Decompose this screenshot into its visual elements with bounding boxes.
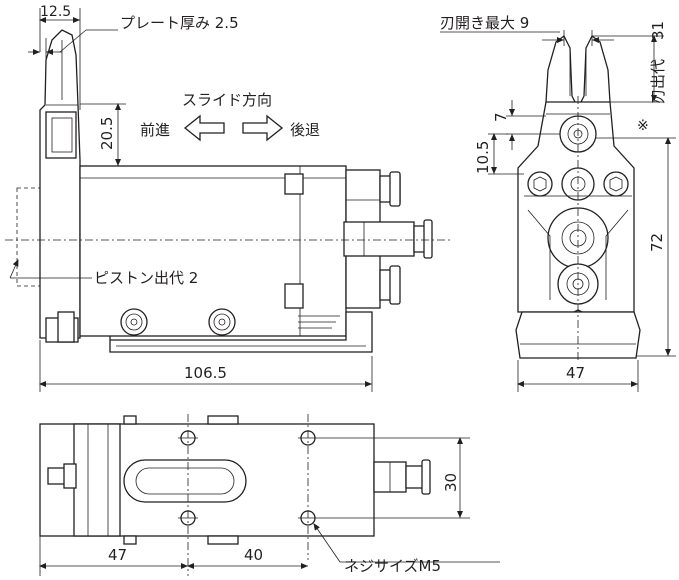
length-106-5-label: 106.5: [184, 364, 227, 382]
cap-screw-icon: [527, 171, 553, 197]
screw-icon: [208, 308, 236, 336]
front-dimensions: 刃開き最大 9 刃出代 31 7 10.5 ※ 72 47: [440, 14, 676, 392]
body-clamp-top: [284, 173, 304, 195]
max-opening-label: 刃開き最大 9: [440, 14, 529, 32]
piston-stroke-outline: [16, 187, 41, 287]
width-47-front-label: 47: [566, 364, 585, 382]
screw-icon: [120, 308, 148, 336]
cylinder-body: [79, 165, 347, 337]
blade-left: [545, 35, 577, 113]
screw-size-label: ネジサイズM5: [344, 557, 441, 575]
slot-outer: [123, 459, 247, 503]
side-dimensions: 12.5 プレート厚み 2.5 20.5 スライド方向 前進 後退 ピストン出代…: [9, 4, 373, 392]
blade-protrusion-label: 刃出代: [649, 59, 667, 104]
top-head-block: [73, 423, 121, 537]
front-view: [515, 35, 641, 360]
arrow-right-icon: [242, 114, 284, 142]
body-clamp-bottom: [284, 283, 304, 309]
note-mark: ※: [637, 118, 649, 134]
dim-40-label: 40: [244, 546, 263, 564]
top-view: [39, 414, 431, 576]
plate-width-label: 12.5: [40, 4, 71, 20]
dim-47-bottom-label: 47: [108, 546, 127, 564]
dim-31-label: 31: [649, 21, 667, 40]
blade-holder: [45, 111, 77, 159]
backward-label: 後退: [290, 121, 320, 139]
slot-inner: [135, 467, 235, 495]
plate-thickness-label: プレート厚み 2.5: [120, 14, 239, 32]
piston-stroke-label: ピストン出代 2: [94, 269, 198, 287]
top-dimensions: 30 47 40 ネジサイズM5: [39, 437, 500, 576]
side-view: [5, 29, 450, 353]
blade-right: [579, 35, 611, 113]
dim-10-5-label: 10.5: [474, 141, 492, 174]
fitting-middle: [343, 221, 415, 257]
blade-plate: [39, 29, 81, 339]
front-base: [515, 311, 641, 359]
cap-screw-icon: [603, 171, 629, 197]
slide-direction-label: スライド方向: [182, 91, 272, 109]
forward-label: 前進: [140, 121, 170, 139]
dim-30-label: 30: [442, 473, 460, 492]
dim-20-5-label: 20.5: [98, 117, 116, 150]
mount-bracket: [109, 311, 373, 353]
dim-72-label: 72: [648, 233, 666, 252]
dim-7-label: 7: [492, 112, 510, 122]
arrow-left-icon: [183, 114, 225, 142]
